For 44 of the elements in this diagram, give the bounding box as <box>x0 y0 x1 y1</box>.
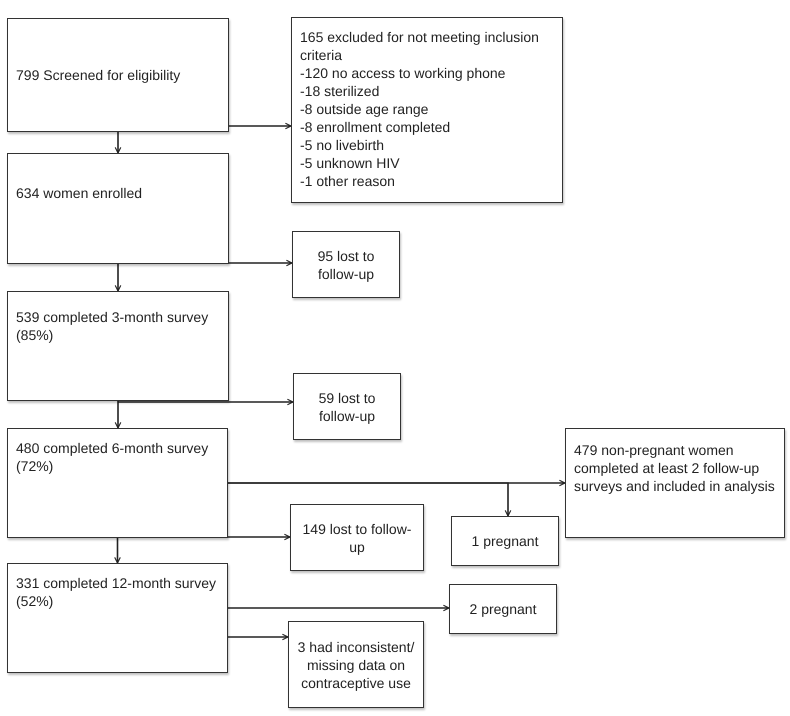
process-box <box>565 428 785 538</box>
arrow <box>229 260 293 266</box>
arrow <box>228 534 291 540</box>
process-box <box>7 563 228 673</box>
box-text: 2 pregnant <box>468 600 538 618</box>
box-text: -120 no access to working phone <box>300 64 506 82</box>
box-text: -1 other reason <box>300 172 396 190</box>
box-text: 634 women enrolled <box>16 184 144 202</box>
box-text: 539 completed 3-month survey (85%) <box>16 308 210 344</box>
arrow <box>228 634 289 640</box>
box-text: 799 Screened for eligibility <box>16 66 182 84</box>
box-text: 59 lost to follow-up <box>318 388 376 424</box>
box-text: -5 unknown HIV <box>300 154 401 172</box>
box-text: 1 pregnant <box>470 532 540 550</box>
process-box <box>292 231 400 298</box>
arrow <box>228 482 512 517</box>
process-box <box>7 18 229 132</box>
process-box <box>290 504 424 571</box>
box-text: -18 sterilized <box>300 82 380 100</box>
process-box <box>291 17 563 203</box>
arrow <box>228 604 450 612</box>
process-box <box>7 291 229 401</box>
arrow <box>114 264 122 292</box>
box-text: 95 lost to follow-up <box>316 246 376 282</box>
arrow <box>114 538 121 564</box>
arrow <box>229 122 292 130</box>
arrow <box>114 132 122 154</box>
process-box <box>288 621 424 708</box>
arrow <box>118 398 294 406</box>
arrow <box>114 401 122 429</box>
box-text: -5 no livebirth <box>300 136 386 154</box>
box-text: 479 non-pregnant women completed at least 2 follow-up surveys and included in analysis <box>574 441 776 495</box>
box-text: 480 completed 6-month survey (72%) <box>16 439 210 475</box>
process-box <box>7 428 228 538</box>
process-box <box>7 153 229 264</box>
box-text: 149 lost to follow-up <box>302 520 412 556</box>
process-box <box>449 584 557 634</box>
box-text: 331 completed 12-month survey (52%) <box>16 574 217 610</box>
box-text: -8 enrollment completed <box>300 118 452 136</box>
box-text: 3 had inconsistent/ missing data on contraceptive use <box>297 638 415 692</box>
box-text: -8 outside age range <box>300 100 430 118</box>
process-box <box>451 516 559 566</box>
process-box <box>293 373 401 440</box>
box-text: 165 excluded for not meeting inclusion criteria <box>300 28 540 64</box>
